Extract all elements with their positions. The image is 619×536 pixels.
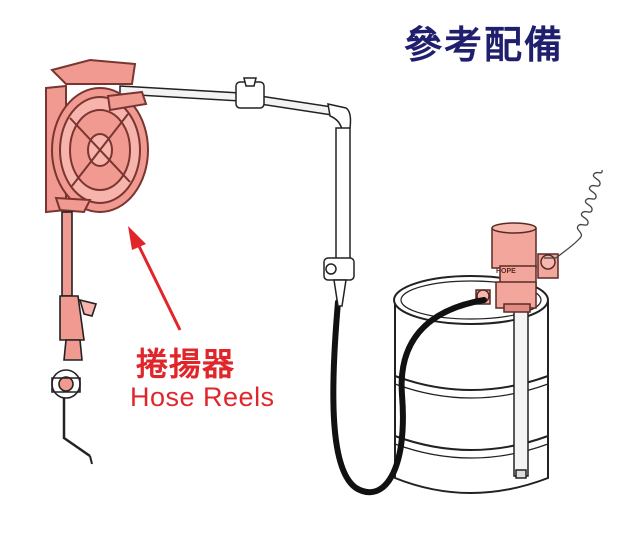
product-hose [330,297,487,496]
suction-tube [513,307,529,479]
page-title: 參考配備 [404,23,565,67]
hose-reel-label-en: Hose Reels [130,382,275,412]
hose-reel-label-zh: 捲揚器 [136,345,236,383]
red-arrow-icon [128,226,182,331]
dispensing-gun [51,211,98,465]
hose-reel [45,58,149,214]
coiled-air-hose [544,169,603,259]
overhead-pipe [119,77,355,307]
pump-brand-label: HOPE [496,268,516,275]
